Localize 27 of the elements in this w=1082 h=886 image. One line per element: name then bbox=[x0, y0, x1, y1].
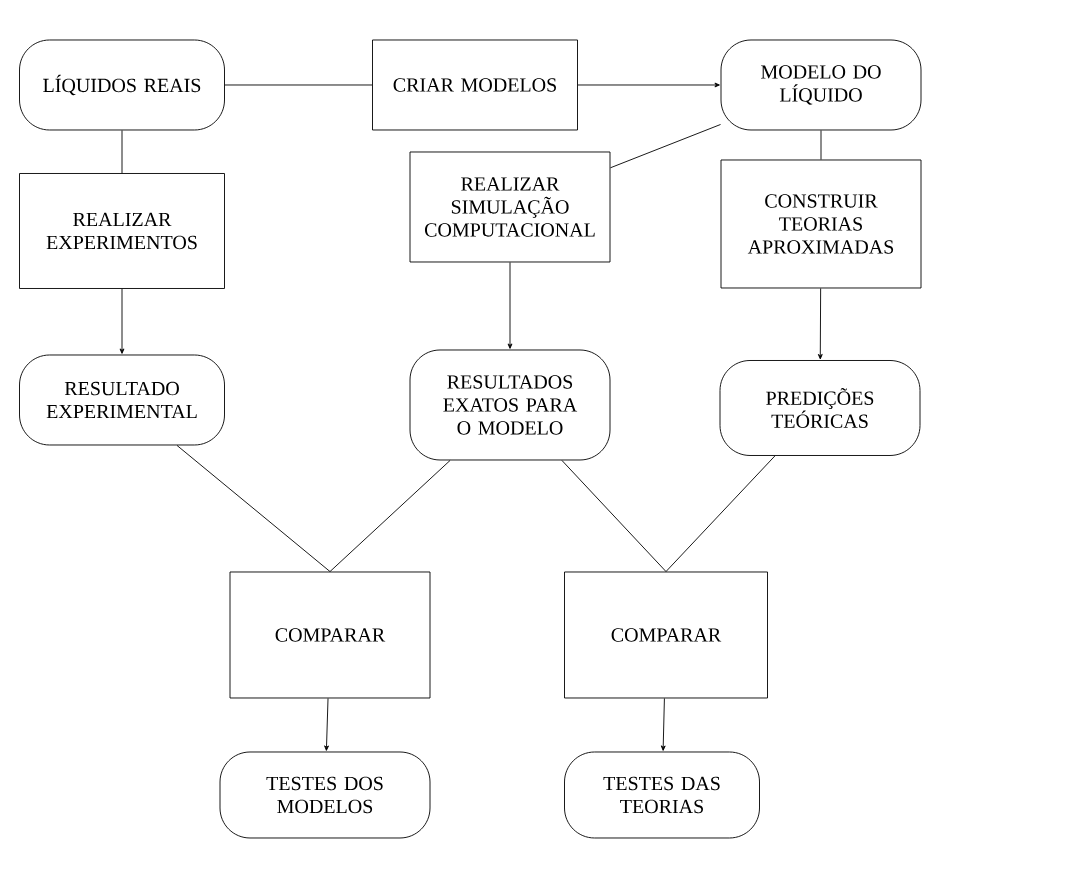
connector-line bbox=[665, 455, 776, 572]
process-box: CONSTRUIR TEORIAS APROXIMADAS bbox=[720, 159, 922, 289]
terminal-box: TESTES DOS MODELOS bbox=[219, 751, 431, 839]
connector-line bbox=[329, 460, 451, 572]
process-box: CRIAR MODELOS bbox=[372, 39, 578, 131]
arrow bbox=[817, 288, 823, 360]
arrow bbox=[577, 82, 720, 88]
process-box: COMPARAR bbox=[229, 571, 431, 699]
connector-line bbox=[121, 130, 123, 174]
terminal-box: RESULTADOS EXATOS PARA O MODELO bbox=[409, 349, 611, 461]
process-box: REALIZAR SIMULAÇÃO COMPUTACIONAL bbox=[409, 151, 611, 263]
terminal-box: LÍQUIDOS REAIS bbox=[19, 39, 225, 131]
arrow bbox=[660, 698, 666, 751]
terminal-box: MODELO DO LÍQUIDO bbox=[720, 39, 922, 131]
terminal-box: TESTES DAS TEORIAS bbox=[564, 751, 760, 839]
connector-line bbox=[610, 124, 721, 169]
process-box: COMPARAR bbox=[564, 571, 768, 699]
arrow bbox=[507, 262, 513, 349]
arrow bbox=[324, 698, 329, 751]
terminal-box: RESULTADO EXPERIMENTAL bbox=[19, 354, 225, 446]
arrow bbox=[119, 288, 125, 354]
connector-line bbox=[820, 130, 822, 160]
connector-line bbox=[561, 460, 667, 572]
connector-line bbox=[224, 84, 373, 86]
process-box: REALIZAR EXPERIMENTOS bbox=[19, 173, 225, 289]
connector-line bbox=[176, 445, 331, 572]
terminal-box: PREDIÇÕES TEÓRICAS bbox=[719, 360, 921, 456]
